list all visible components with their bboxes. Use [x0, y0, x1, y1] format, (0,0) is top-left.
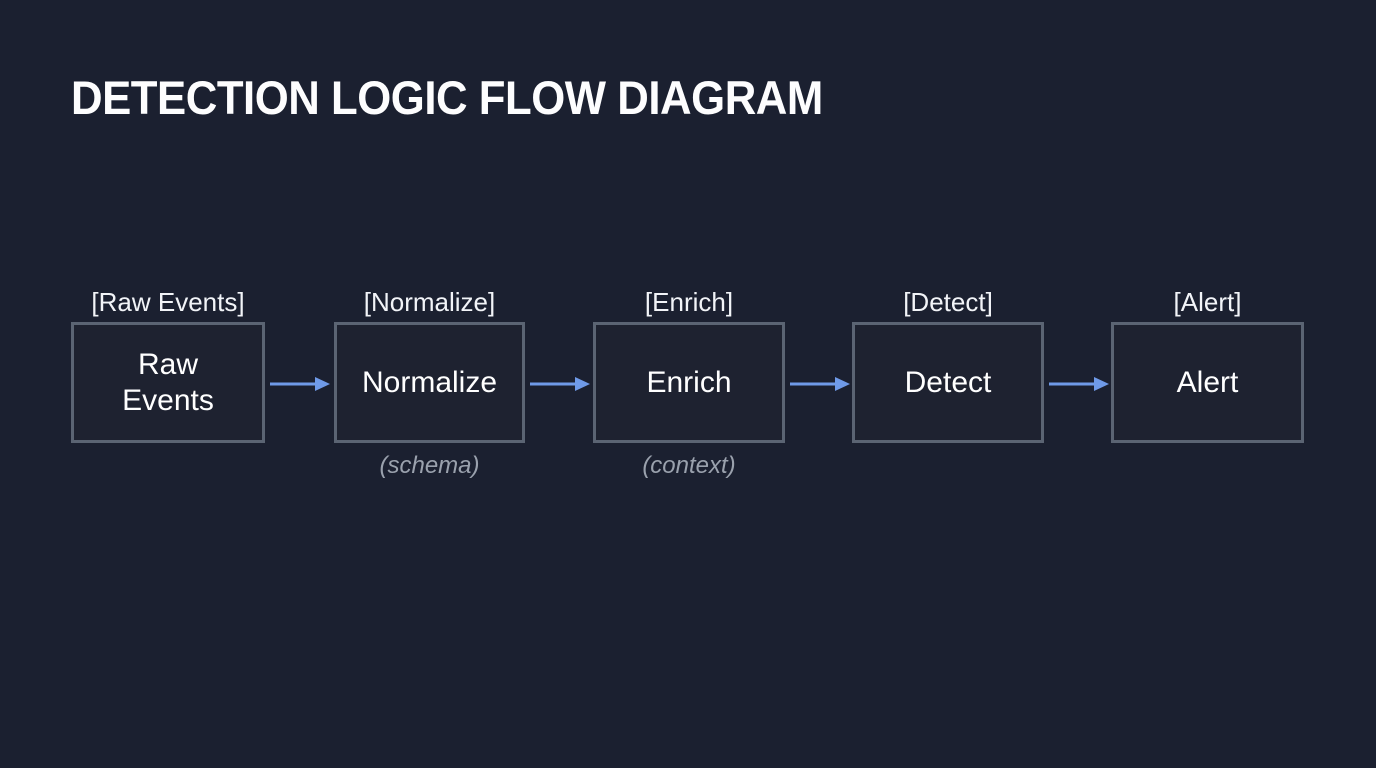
flow-node-label-alert: [Alert]	[1173, 287, 1242, 317]
flow-node-text-enrich: Enrich	[646, 365, 732, 399]
flow-node-raw-events[interactable]: [Raw Events] Raw Events	[71, 289, 265, 443]
flow-node-text-raw-events-line2: Events	[122, 383, 214, 417]
flow-arrow-normalize-to-enrich	[530, 375, 590, 393]
flow-arrow-raw-events-to-normalize	[270, 375, 330, 393]
flow-node-alert[interactable]: [Alert] Alert	[1111, 289, 1304, 443]
flow-arrow-enrich-to-detect	[790, 375, 850, 393]
flow-node-detect[interactable]: [Detect] Detect	[852, 289, 1044, 443]
flow-node-box-alert[interactable]: Alert	[1111, 322, 1304, 443]
flow-diagram: [Raw Events] Raw Events [Normalize] Norm…	[71, 270, 1305, 500]
flow-node-text-raw-events: Raw Events	[116, 347, 220, 418]
flow-node-box-enrich[interactable]: Enrich	[593, 322, 785, 443]
flow-node-box-normalize[interactable]: Normalize	[334, 322, 525, 443]
flow-node-caption-enrich: (context)	[642, 452, 736, 479]
flow-node-label-enrich: [Enrich]	[644, 287, 734, 317]
flow-node-label-raw-events: [Raw Events]	[91, 287, 245, 317]
flow-node-box-raw-events[interactable]: Raw Events	[71, 322, 265, 443]
flow-node-text-normalize: Normalize	[361, 365, 498, 399]
flow-node-box-detect[interactable]: Detect	[852, 322, 1044, 443]
flow-node-text-alert: Alert	[1176, 365, 1239, 399]
page-title: DETECTION LOGIC FLOW DIAGRAM	[71, 71, 823, 124]
flow-node-caption-normalize: (schema)	[379, 452, 480, 479]
flow-node-enrich[interactable]: [Enrich] Enrich (context)	[593, 289, 785, 478]
flow-node-label-detect: [Detect]	[903, 287, 993, 317]
flow-node-label-normalize: [Normalize]	[363, 287, 496, 317]
flow-arrow-detect-to-alert	[1049, 375, 1109, 393]
flow-node-normalize[interactable]: [Normalize] Normalize (schema)	[334, 289, 525, 478]
flow-node-text-raw-events-line1: Raw	[137, 348, 198, 382]
flow-node-text-detect: Detect	[904, 365, 992, 399]
